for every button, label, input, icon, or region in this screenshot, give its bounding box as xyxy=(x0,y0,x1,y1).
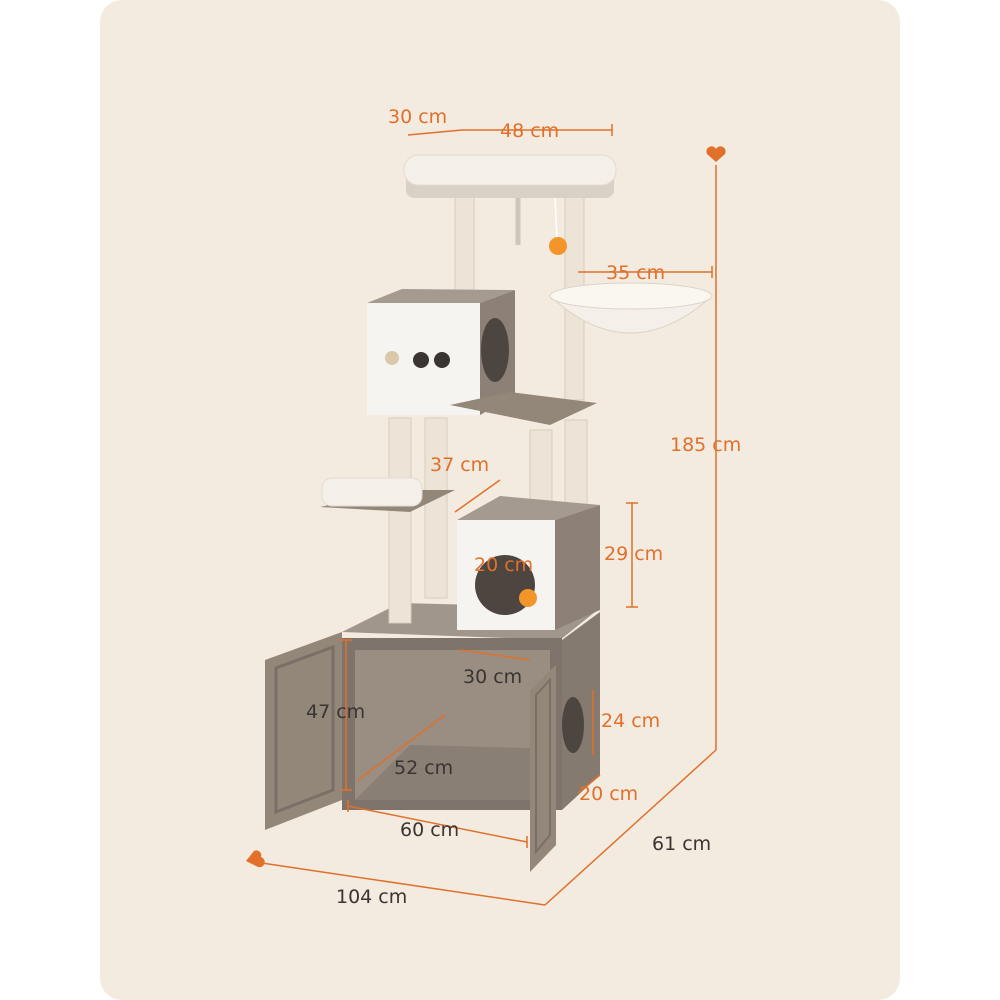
basket-width-label: 35 cm xyxy=(606,262,666,284)
small-condo xyxy=(457,496,600,630)
small-condo-height-label: 29 cm xyxy=(604,543,664,565)
top-perch xyxy=(403,154,617,255)
cabinet-inner-width-label: 52 cm xyxy=(394,757,454,779)
cabinet-inner-height-label: 47 cm xyxy=(306,701,366,723)
total-height-label: 185 cm xyxy=(670,434,742,456)
top-perch-width-label: 48 cm xyxy=(500,120,560,142)
mid-platform-width-label: 37 cm xyxy=(430,454,490,476)
cabinet-width-label: 60 cm xyxy=(400,819,460,841)
mid-platform xyxy=(320,477,455,512)
inner-dimension-lines xyxy=(340,124,713,848)
upper-condo xyxy=(367,289,597,425)
side-entry-height-label: 24 cm xyxy=(601,710,661,732)
heart-arrow-icon xyxy=(246,850,265,868)
side-entry-width-label: 20 cm xyxy=(579,783,639,805)
floor-dimension-lines xyxy=(254,165,717,906)
top-perch-depth-label: 30 cm xyxy=(388,106,448,128)
total-depth-label: 61 cm xyxy=(652,833,712,855)
total-width-label: 104 cm xyxy=(336,886,408,908)
scratching-posts xyxy=(388,189,588,624)
heart-arrow-icon xyxy=(706,146,726,162)
small-condo-hole-label: 20 cm xyxy=(474,554,534,576)
cabinet-top-depth-label: 30 cm xyxy=(463,666,523,688)
hammock-basket xyxy=(548,282,714,334)
base-cabinet xyxy=(265,603,600,872)
